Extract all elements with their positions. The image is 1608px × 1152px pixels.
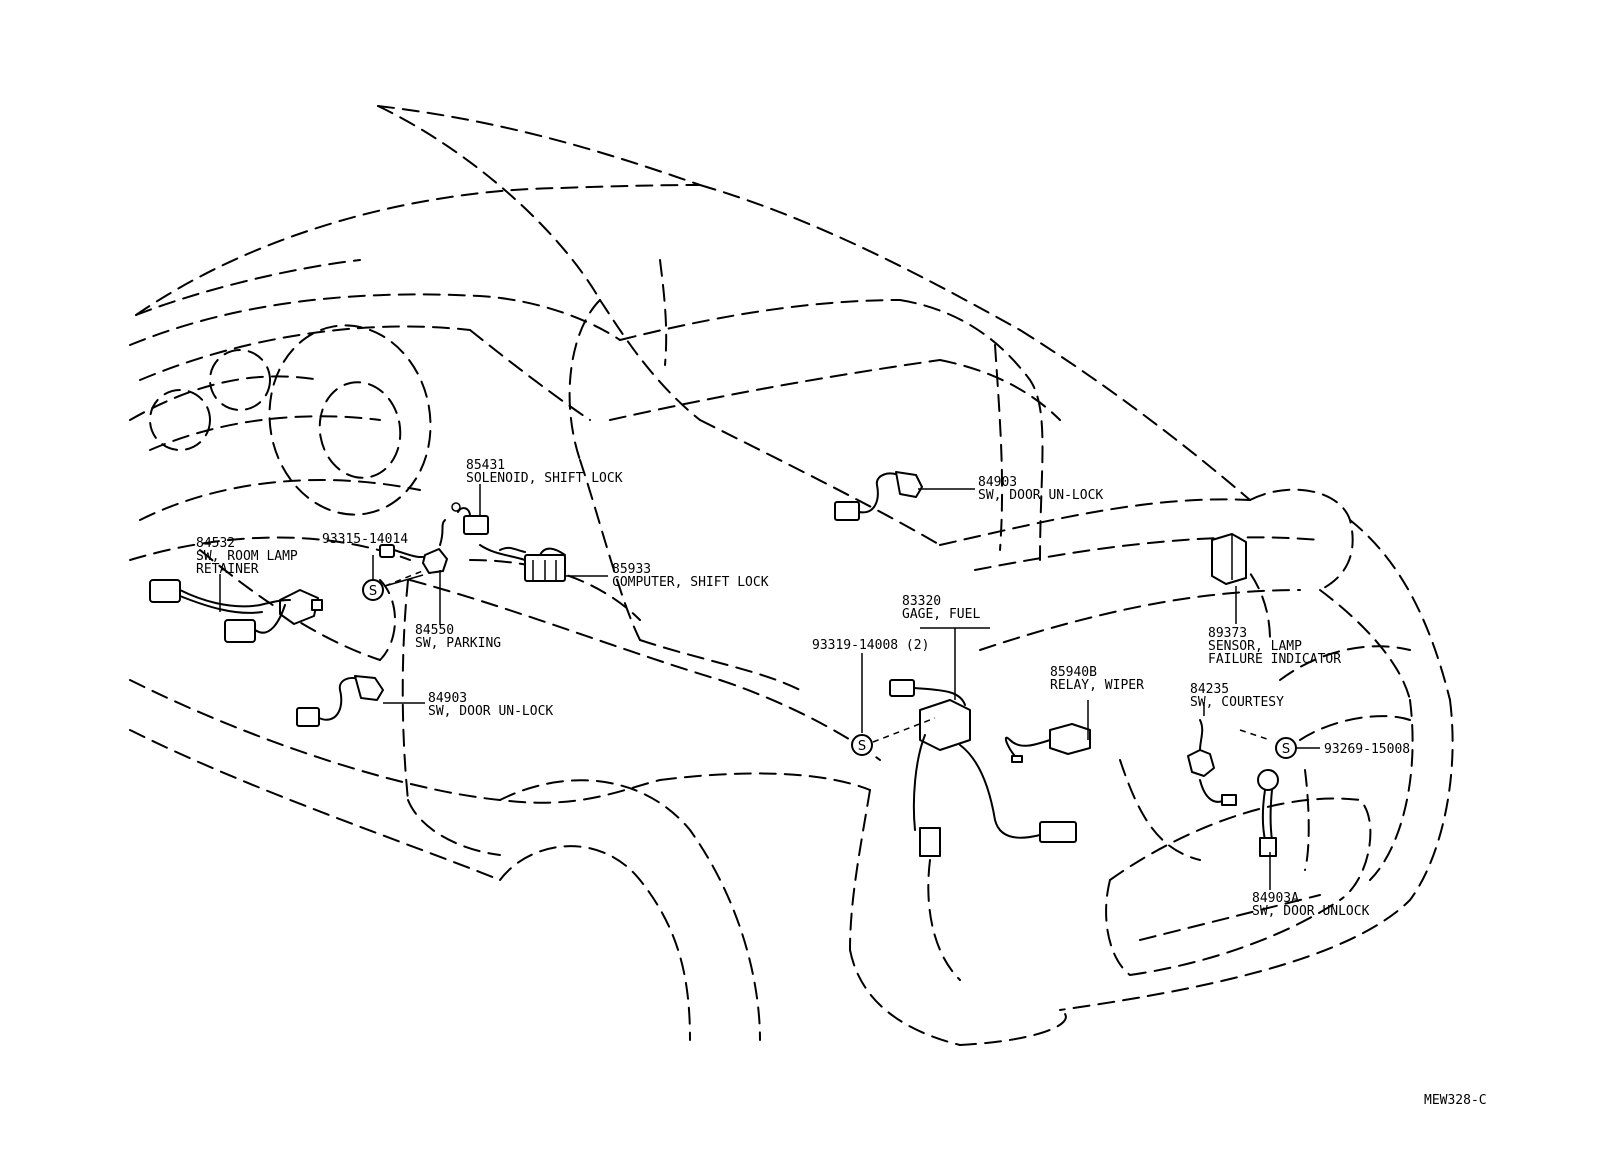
- callout-part-number: 84903: [978, 475, 1017, 490]
- callout-description: COMPUTER, SHIFT LOCK: [612, 575, 769, 590]
- callout-part-number: 89373: [1208, 626, 1247, 641]
- callout-description: GAGE, FUEL: [902, 607, 980, 622]
- callout-84532: 84532 SW, ROOM LAMP RETAINER: [196, 536, 298, 577]
- callout-part-number: 83320: [902, 594, 941, 609]
- callout-part-number: 84550: [415, 623, 454, 638]
- callout-description: SW, DOOR UNLOCK: [1252, 904, 1370, 919]
- screw-symbol-letter: S: [1282, 742, 1290, 757]
- callout-93269-15008: 93269-15008: [1324, 742, 1410, 757]
- callout-93319-14008: 93319-14008 (2): [812, 638, 929, 653]
- callout-description: RELAY, WIPER: [1050, 678, 1144, 693]
- part-parking-switch: [379, 519, 448, 574]
- part-door-unlock-switch-rear: [1257, 769, 1279, 857]
- callout-84235: 84235 SW, COURTESY: [1190, 682, 1284, 710]
- callout-part-number: 85940B: [1050, 665, 1097, 680]
- callout-description: SW, ROOM LAMP: [196, 549, 298, 564]
- callout-part-number: 85431: [466, 458, 505, 473]
- callout-description: SOLENOID, SHIFT LOCK: [466, 471, 623, 486]
- screw-symbol-93269: S: [1275, 737, 1297, 759]
- callout-85940B: 85940B RELAY, WIPER: [1050, 665, 1144, 693]
- callout-part-number: 84532: [196, 536, 235, 551]
- part-shift-lock-solenoid: [451, 502, 489, 535]
- callout-part-number: 85933: [612, 562, 651, 577]
- callout-85933: 85933 COMPUTER, SHIFT LOCK: [612, 562, 769, 590]
- part-shift-lock-computer: [479, 544, 566, 582]
- screw-symbol-93319: S: [851, 734, 873, 756]
- callout-part-number: 93315-14014: [322, 532, 408, 547]
- callout-83320: 83320 GAGE, FUEL: [902, 594, 980, 622]
- diagram-code: MEW328-C: [1424, 1093, 1487, 1108]
- callout-84550: 84550 SW, PARKING: [415, 623, 501, 651]
- car-body-outline: [129, 105, 1454, 1046]
- part-door-unlock-switch-right: [834, 471, 923, 521]
- callout-part-number: 84903A: [1252, 891, 1299, 906]
- callout-labels: 84532 SW, ROOM LAMP RETAINER 93315-14014…: [196, 458, 1410, 919]
- callout-description: SENSOR, LAMP: [1208, 639, 1302, 654]
- part-room-lamp-switch: [149, 579, 323, 643]
- callout-part-number: 84235: [1190, 682, 1229, 697]
- callout-description: FAILURE INDICATOR: [1208, 652, 1341, 667]
- part-door-unlock-switch-left: [296, 675, 384, 727]
- part-courtesy-switch: [1187, 719, 1237, 806]
- callout-description: SW, DOOR UN-LOCK: [978, 488, 1103, 503]
- screw-symbol-letter: S: [369, 584, 377, 599]
- callout-89373: 89373 SENSOR, LAMP FAILURE INDICATOR: [1208, 626, 1341, 667]
- callout-84903-right: 84903 SW, DOOR UN-LOCK: [978, 475, 1103, 503]
- callout-description: SW, COURTESY: [1190, 695, 1284, 710]
- part-lamp-failure-sensor: [1211, 533, 1247, 585]
- callout-part-number: 93319-14008 (2): [812, 638, 929, 653]
- screw-symbol-93315: S: [362, 579, 384, 601]
- callout-84903A: 84903A SW, DOOR UNLOCK: [1252, 891, 1370, 919]
- screw-symbol-letter: S: [858, 739, 866, 754]
- callout-description: SW, PARKING: [415, 636, 501, 651]
- callout-93315-14014: 93315-14014: [322, 532, 408, 547]
- callout-85431: 85431 SOLENOID, SHIFT LOCK: [466, 458, 623, 486]
- part-wiper-relay: [1004, 723, 1091, 763]
- callout-part-number: 84903: [428, 691, 467, 706]
- callout-part-number: 93269-15008: [1324, 742, 1410, 757]
- callout-description: SW, DOOR UN-LOCK: [428, 704, 553, 719]
- callout-84903-left: 84903 SW, DOOR UN-LOCK: [428, 691, 553, 719]
- part-fuel-gage: [889, 679, 1077, 857]
- callout-description: RETAINER: [196, 562, 259, 577]
